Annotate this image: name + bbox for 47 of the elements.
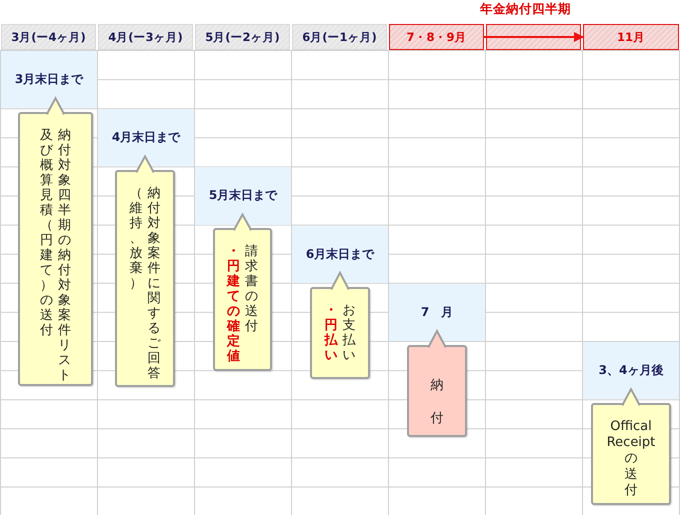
callout-text: 納付: [430, 377, 444, 428]
month-header-cell: [195, 24, 290, 50]
callout-text: （維持、放棄）: [130, 186, 142, 291]
callout-text: ・円払い: [324, 303, 338, 363]
callout-text: お支払い: [342, 303, 356, 363]
speech-callout: [18, 112, 93, 386]
month-label: 3月(ー4ヶ月): [11, 30, 86, 44]
deadline-label: 6月末日まで: [306, 246, 374, 263]
month-header-cell: [583, 24, 679, 50]
month-header-cell: [98, 24, 193, 50]
deadline-label: 7 月: [420, 304, 454, 321]
deadline-cell: [389, 284, 485, 341]
deadline-label: 3月末日まで: [14, 71, 84, 88]
callout-text: Offical Receipt の送付: [606, 419, 656, 499]
deadline-cell: [195, 167, 291, 225]
month-label: 11月: [616, 30, 645, 44]
callout-text: ・円建ての確定値: [227, 244, 240, 364]
deadline-cell: [292, 226, 388, 283]
month-label: 6月(ー1ヶ月): [302, 30, 377, 44]
month-header-cell: [1, 24, 96, 50]
month-label: 7・8・9月: [406, 30, 466, 44]
deadline-cell: [98, 109, 194, 166]
deadline-label: 3、4ヶ月後: [598, 362, 664, 380]
period-title: 年金納付四半期: [480, 1, 571, 18]
deadline-cell: [1, 51, 97, 108]
deadline-label: 4月末日まで: [112, 129, 180, 146]
callout-text: 納付対象案件に関するご回答: [148, 186, 160, 381]
month-label: 4月(ー3ヶ月): [108, 30, 183, 44]
month-header-cell: [292, 24, 387, 50]
deadline-label: 5月末日まで: [208, 187, 278, 204]
speech-callout: [591, 403, 671, 505]
deadline-cell: [583, 342, 679, 400]
month-header-cell: [389, 24, 484, 50]
payment-callout: [407, 345, 467, 437]
callout-tail: [622, 387, 640, 406]
callout-tail: [234, 212, 252, 232]
callout-text: 納付対象四半期の納付対象案件リスト及び概算見積（円建て）の送付: [40, 128, 71, 383]
callout-tail: [136, 154, 154, 174]
arrow: [484, 32, 584, 42]
callout-tail: [428, 328, 446, 348]
speech-callout: [213, 228, 272, 371]
speech-callout: [115, 170, 175, 387]
month-label: 5月(ー2ヶ月): [205, 30, 280, 44]
callout-tail: [46, 96, 64, 116]
speech-callout: [310, 287, 370, 379]
callout-text: 請求書の送付: [245, 244, 258, 334]
callout-tail: [331, 270, 349, 290]
